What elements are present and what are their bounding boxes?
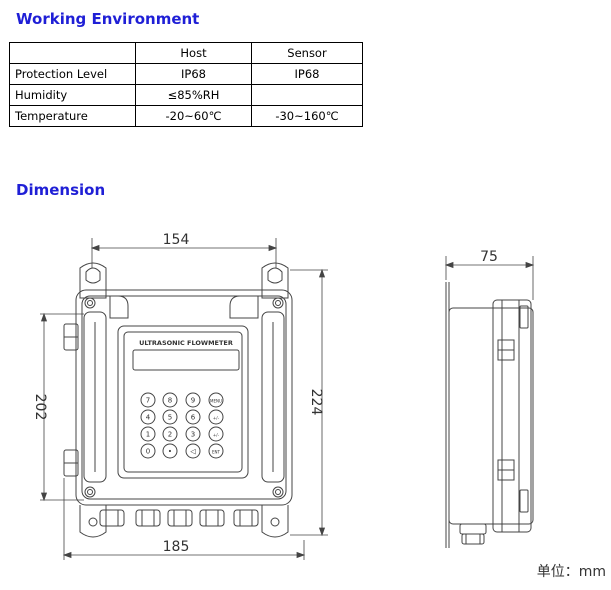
front-panel (117, 325, 249, 479)
keypad-key (162, 426, 178, 442)
keypad-key (208, 426, 224, 442)
keypad-key (162, 409, 178, 425)
keypad-key (162, 443, 178, 459)
keypad-key-label: 6 (191, 414, 196, 422)
keypad-key-label: 3 (191, 431, 195, 439)
keypad-key (140, 443, 156, 459)
keypad-key (208, 443, 224, 459)
dim-side-depth: 75 (480, 249, 498, 265)
keypad-key (162, 392, 178, 408)
working-environment-heading: Working Environment (16, 10, 200, 28)
header-cell-host: Host (135, 42, 252, 64)
keypad-key-label: 7 (146, 397, 150, 405)
host-body-outline (75, 289, 293, 506)
host-value: IP68 (135, 63, 252, 85)
side-view-body (448, 307, 534, 525)
host-value: -20~60℃ (135, 105, 252, 127)
keypad-key-label: 1 (146, 431, 150, 439)
lcd-window (132, 349, 240, 371)
keypad-key (140, 426, 156, 442)
table-row: Humidity ≤85%RH (9, 84, 363, 106)
header-cell-sensor: Sensor (251, 42, 363, 64)
sensor-value (251, 84, 363, 106)
keypad-key (185, 409, 201, 425)
keypad-key-label: • (168, 448, 172, 456)
keypad: 7 8 9 MENU 4 5 6 +/- 1 2 3 +/- 0 • ◁ ENT (140, 392, 224, 459)
dimension-drawing: ULTRASONIC FLOWMETER 7 8 9 MENU 4 5 6 +/- 1 2 3 +/-… (32, 232, 606, 580)
keypad-key (140, 392, 156, 408)
keypad-key (208, 409, 224, 425)
keypad-key-label: 9 (191, 397, 195, 405)
dimension-heading: Dimension (16, 181, 106, 199)
keypad-key-label: 2 (168, 431, 172, 439)
keypad-key-label: MENU (210, 399, 222, 404)
dim-width-top: 154 (163, 232, 190, 248)
keypad-key (140, 409, 156, 425)
keypad-key-label: ◁ (190, 448, 196, 456)
dim-width-bottom: 185 (163, 539, 190, 555)
sensor-value: IP68 (251, 63, 363, 85)
dim-height-inner: 202 (32, 394, 48, 421)
display-label: ULTRASONIC FLOWMETER (139, 339, 233, 347)
row-label: Humidity (9, 84, 136, 106)
row-label: Protection Level (9, 63, 136, 85)
keypad-key-label: 4 (146, 414, 151, 422)
keypad-key (185, 426, 201, 442)
dim-height-outer: 224 (308, 389, 324, 416)
row-label: Temperature (9, 105, 136, 127)
host-value: ≤85%RH (135, 84, 252, 106)
mount-ear-right (261, 262, 289, 299)
keypad-key-label: 8 (168, 397, 172, 405)
keypad-key-label: 5 (168, 414, 172, 422)
mount-ear-left (79, 262, 107, 299)
table-row: Temperature -20~60℃ -30~160℃ (9, 105, 363, 127)
keypad-key-label: ENT (212, 450, 221, 455)
header-cell (9, 42, 136, 64)
sensor-value: -30~160℃ (251, 105, 363, 127)
keypad-key-label: +/- (213, 433, 220, 438)
keypad-key (208, 392, 224, 408)
keypad-key-label: 0 (146, 448, 150, 456)
table-row: Protection Level IP68 IP68 (9, 63, 363, 85)
table-header-row: Host Sensor (9, 42, 363, 64)
unit-label: 单位：mm (537, 564, 606, 580)
keypad-key (185, 443, 201, 459)
keypad-key-label: +/- (213, 416, 220, 421)
keypad-key (185, 392, 201, 408)
environment-table: Host Sensor Protection Level IP68 IP68 H… (9, 42, 363, 127)
